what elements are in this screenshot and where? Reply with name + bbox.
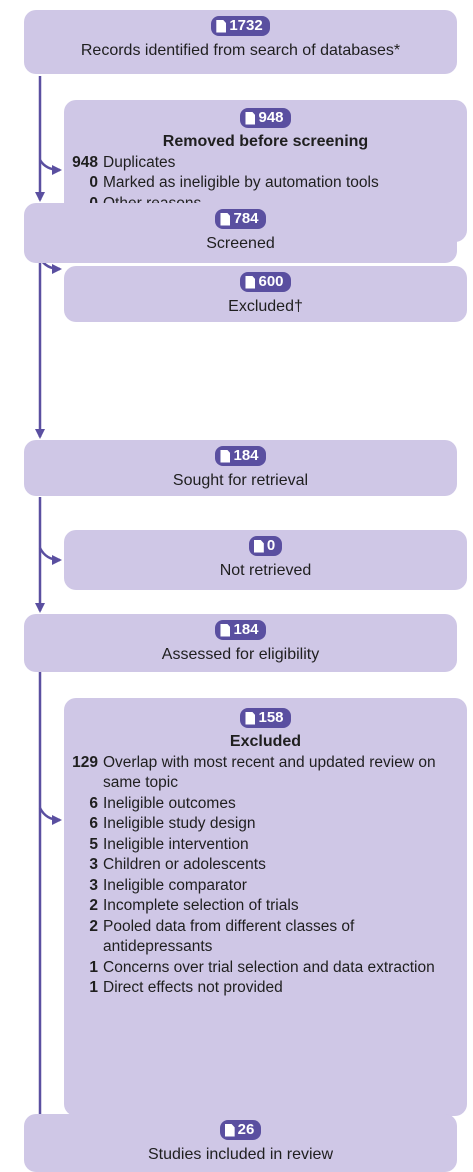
count-badge: 784	[215, 209, 266, 229]
count-badge: 948	[240, 108, 291, 128]
box-label: Excluded†	[228, 297, 303, 315]
count-value: 158	[258, 709, 284, 726]
box-excluded-screening: 600 Excluded†	[64, 266, 467, 322]
count-value: 184	[233, 447, 259, 464]
document-icon	[220, 212, 231, 226]
document-icon	[224, 1123, 235, 1137]
count-badge: 600	[240, 272, 291, 292]
document-icon	[220, 623, 231, 637]
count-value: 784	[233, 210, 259, 227]
arrow-side-removed	[38, 159, 62, 175]
box-screened: 784 Screened	[24, 203, 457, 263]
box-sought: 184 Sought for retrieval	[24, 440, 457, 496]
box-label: Not retrieved	[219, 561, 312, 579]
count-value: 1732	[229, 17, 263, 34]
box-assessed: 184 Assessed for eligibility	[24, 614, 457, 672]
box-included: 26 Studies included in review	[24, 1114, 457, 1172]
box-label: Sought for retrieval	[172, 471, 309, 489]
count-badge: 0	[248, 536, 283, 556]
box-label: Records identified from search of databa…	[80, 41, 401, 59]
box-identified: 1732 Records identified from search of d…	[24, 10, 457, 74]
box-label: Assessed for eligibility	[161, 645, 320, 663]
box-label: Screened	[206, 234, 275, 252]
arrow-side-excluded2	[38, 807, 62, 825]
count-badge: 26	[219, 1120, 262, 1140]
count-badge: 1732	[211, 16, 270, 36]
count-value: 0	[266, 537, 276, 554]
document-icon	[245, 111, 256, 125]
document-icon	[253, 539, 264, 553]
count-value: 184	[233, 621, 259, 638]
count-badge: 158	[240, 708, 291, 728]
document-icon	[245, 275, 256, 289]
arrow-side-not-retrieved	[38, 547, 62, 565]
count-value: 600	[258, 273, 284, 290]
box-label: Studies included in review	[148, 1145, 333, 1163]
document-icon	[245, 711, 256, 725]
document-icon	[220, 449, 231, 463]
count-value: 26	[237, 1121, 255, 1138]
box-heading: Excluded	[229, 732, 302, 750]
count-value: 948	[258, 109, 284, 126]
count-badge: 184	[215, 446, 266, 466]
count-badge: 184	[215, 620, 266, 640]
box-heading: Removed before screening	[162, 132, 369, 150]
document-icon	[216, 19, 227, 33]
box-not-retrieved: 0 Not retrieved	[64, 530, 467, 590]
